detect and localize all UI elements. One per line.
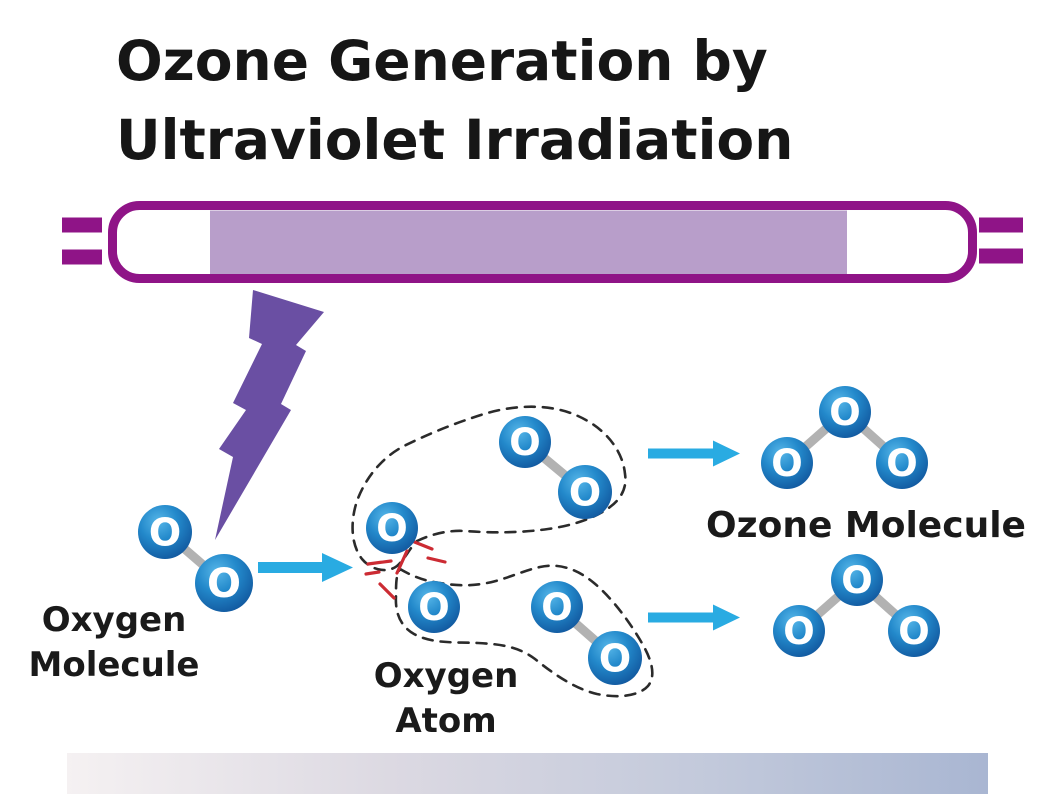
label-oxygen-molecule-line2: Molecule: [28, 644, 200, 685]
oxygen-atom: [588, 631, 642, 685]
atom-symbol: O: [599, 636, 631, 680]
oxygen-atom: [558, 465, 612, 519]
atom-symbol: O: [841, 559, 872, 602]
oxygen-molecule-start: O O: [138, 505, 253, 612]
atom-symbol: O: [771, 442, 802, 485]
atom-symbol: O: [207, 561, 241, 607]
oxygen-atom: [761, 437, 813, 489]
arrow-oxygen-to-split-icon: [258, 553, 353, 582]
atom-symbol: O: [829, 391, 860, 434]
label-oxygen-molecule-line1: Oxygen: [41, 600, 187, 640]
oxygen-atom: [773, 605, 825, 657]
upper-split-group: O O O: [366, 416, 612, 554]
ozone-molecule-bottom: O O O: [773, 554, 940, 657]
lamp-pin-left-top: [62, 217, 102, 233]
oxygen-atom: [831, 554, 883, 606]
label-oxygen-atom-line1: Oxygen: [373, 656, 519, 696]
atom-symbol: O: [376, 507, 407, 550]
atom-symbol: O: [569, 470, 601, 514]
label-oxygen-atom-line2: Atom: [395, 700, 497, 741]
page-title-line1: Ozone Generation by: [116, 29, 768, 93]
lower-split-group: O O O: [408, 581, 642, 685]
uv-lightning-bolt-icon: [215, 290, 324, 540]
oxygen-atom: [366, 502, 418, 554]
arrow-upper-to-ozone-icon: [648, 440, 740, 467]
oxygen-atom: [408, 581, 460, 633]
atom-symbol: O: [418, 586, 449, 629]
arrow-lower-to-ozone-icon: [648, 604, 740, 631]
ozone-molecule-top: O O O: [761, 386, 928, 489]
label-ozone-molecule: Ozone Molecule: [706, 505, 1026, 546]
lamp-pin-right-bottom: [979, 248, 1023, 264]
oxygen-atom: [876, 437, 928, 489]
atom-symbol: O: [149, 510, 181, 554]
footer-gradient-bar: [67, 753, 988, 794]
lamp-glow: [210, 210, 847, 274]
uv-lamp: [62, 201, 1023, 283]
oxygen-atom: [819, 386, 871, 438]
label-oxygen-molecule: Oxygen Molecule: [29, 598, 200, 688]
page-title-line2: Ultraviolet Irradiation: [116, 108, 794, 173]
atom-symbol: O: [886, 442, 917, 485]
bond-break-sparks: [364, 539, 447, 600]
oxygen-atom: [888, 605, 940, 657]
lamp-pin-left-bottom: [62, 249, 102, 265]
label-oxygen-atom: Oxygen Atom: [374, 654, 519, 744]
lamp-pin-right-top: [979, 217, 1023, 233]
atom-symbol: O: [898, 610, 929, 653]
oxygen-atom: [195, 554, 253, 612]
dashed-group-lower: [394, 564, 654, 698]
atom-symbol: O: [541, 586, 572, 629]
atom-symbol: O: [783, 610, 814, 653]
oxygen-atom: [138, 505, 192, 559]
dashed-group-upper: [351, 405, 627, 572]
page-title: Ozone Generation by Ultraviolet Irradiat…: [116, 22, 793, 180]
oxygen-atom: [499, 416, 551, 468]
oxygen-atom: [531, 581, 583, 633]
atom-symbol: O: [509, 421, 540, 464]
